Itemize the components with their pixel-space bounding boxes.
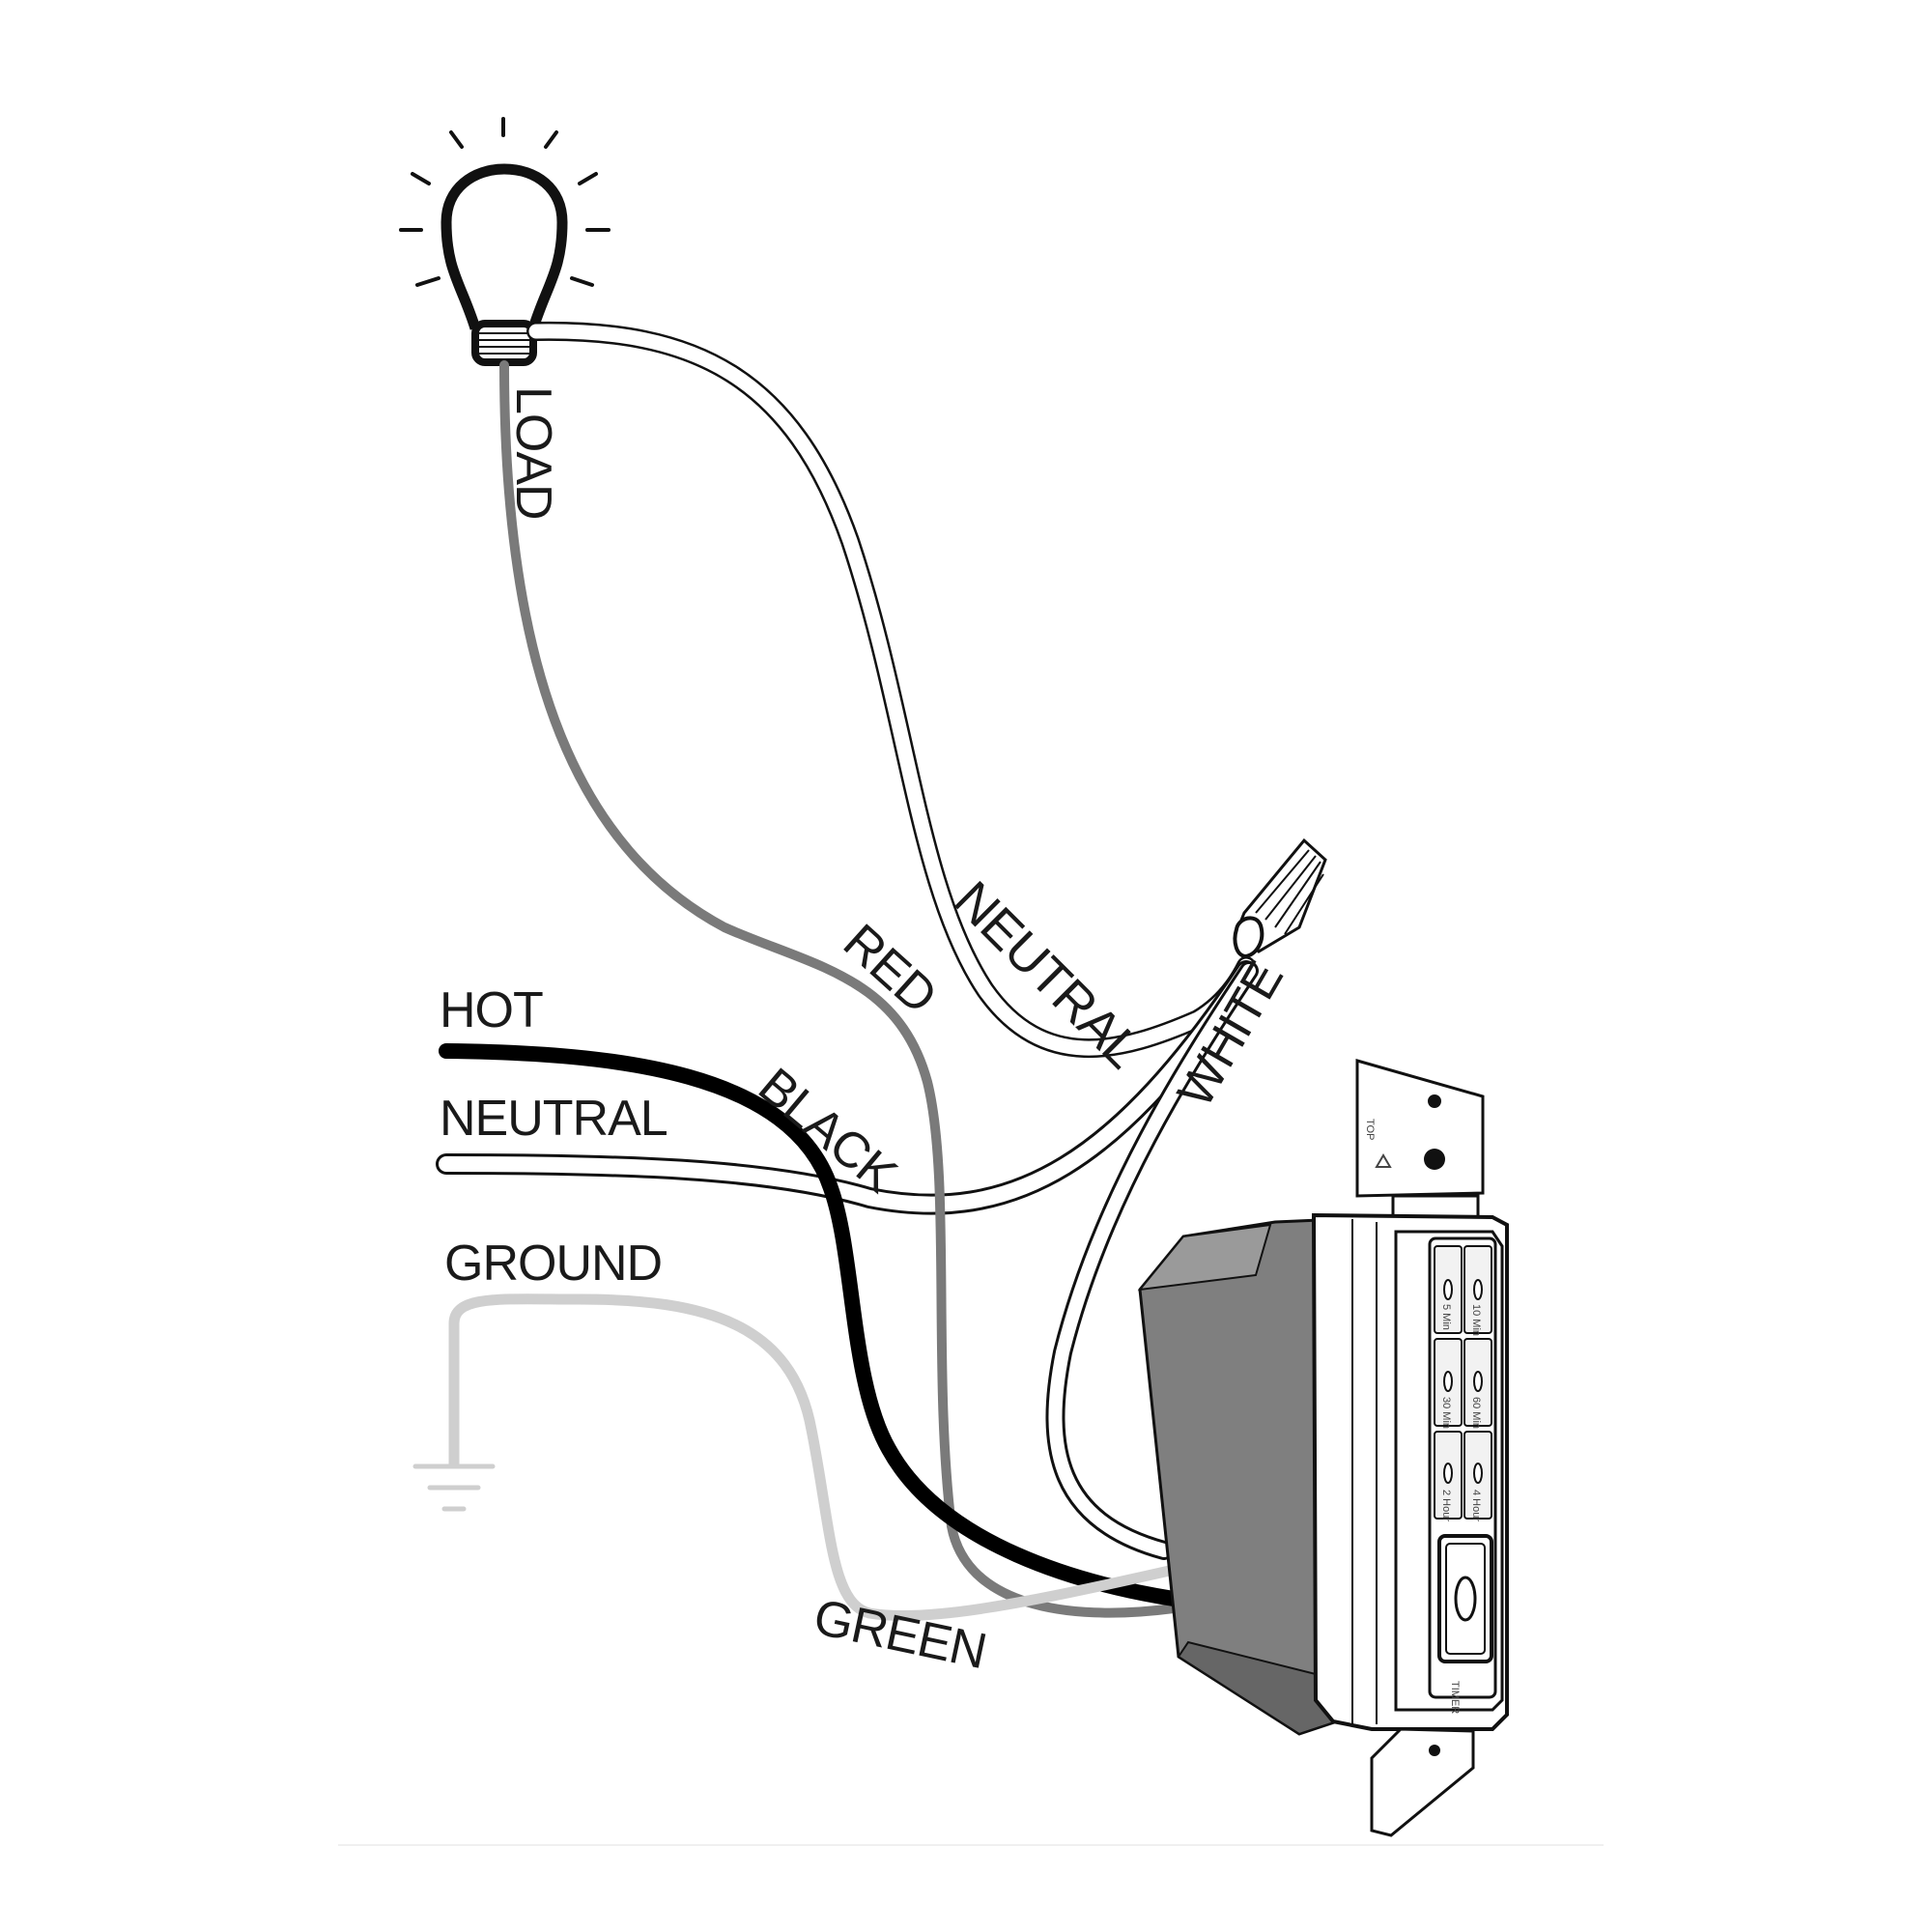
up-arrow-icon [1375,1153,1392,1168]
hot-black-wire [439,1043,1181,1606]
on-off-button[interactable] [1437,1534,1493,1663]
switch-white-wire [1045,961,1259,1560]
label-neutral-lower: NEUTRAL [440,1091,668,1147]
timer-buttons: 5 Min 10 Min 30 Min 60 Min 2 Hour [1434,1245,1492,1521]
timer-button-10min[interactable]: 10 Min [1463,1245,1492,1336]
label-load: LOAD [505,386,561,520]
strap-screw-hole-top-icon [1428,1094,1441,1108]
svg-text:2 Hour: 2 Hour [1440,1490,1452,1521]
svg-text:60 Min: 60 Min [1470,1397,1482,1429]
svg-text:30 Min: 30 Min [1440,1397,1452,1429]
bulb-neutral-wire [526,321,1256,1059]
timer-button-30min[interactable]: 30 Min [1434,1338,1463,1429]
svg-text:10 Min: 10 Min [1470,1304,1482,1336]
timer-button-5min[interactable]: 5 Min [1434,1245,1463,1334]
timer-button-4hour[interactable]: 4 Hour [1463,1431,1492,1521]
top-marker: TOP [1364,1119,1376,1140]
label-green: GREEN [810,1589,991,1680]
switch-bottom-text: TIMER [1449,1681,1461,1714]
ground-green-wire [448,1293,1179,1622]
timer-switch: TOP 5 Min 10 Min 30 [1137,1059,1509,1837]
supply-neutral-wire [436,960,1257,1215]
label-white: WHITE [1167,952,1293,1117]
timer-button-60min[interactable]: 60 Min [1463,1338,1492,1429]
label-ground: GROUND [444,1236,662,1292]
svg-text:5 Min: 5 Min [1440,1304,1452,1330]
timer-button-2hour[interactable]: 2 Hour [1434,1431,1463,1521]
strap-screw-hole-bottom-icon [1429,1745,1440,1756]
label-hot: HOT [440,982,543,1038]
light-bulb-icon [399,117,611,366]
light-rays [399,117,611,287]
ground-symbol-icon [412,1463,496,1512]
svg-text:4 Hour: 4 Hour [1470,1490,1482,1521]
strap-screw-hole-icon [1424,1149,1445,1170]
load-red-wire [499,360,1179,1618]
wire-nut-icon [1233,838,1327,959]
